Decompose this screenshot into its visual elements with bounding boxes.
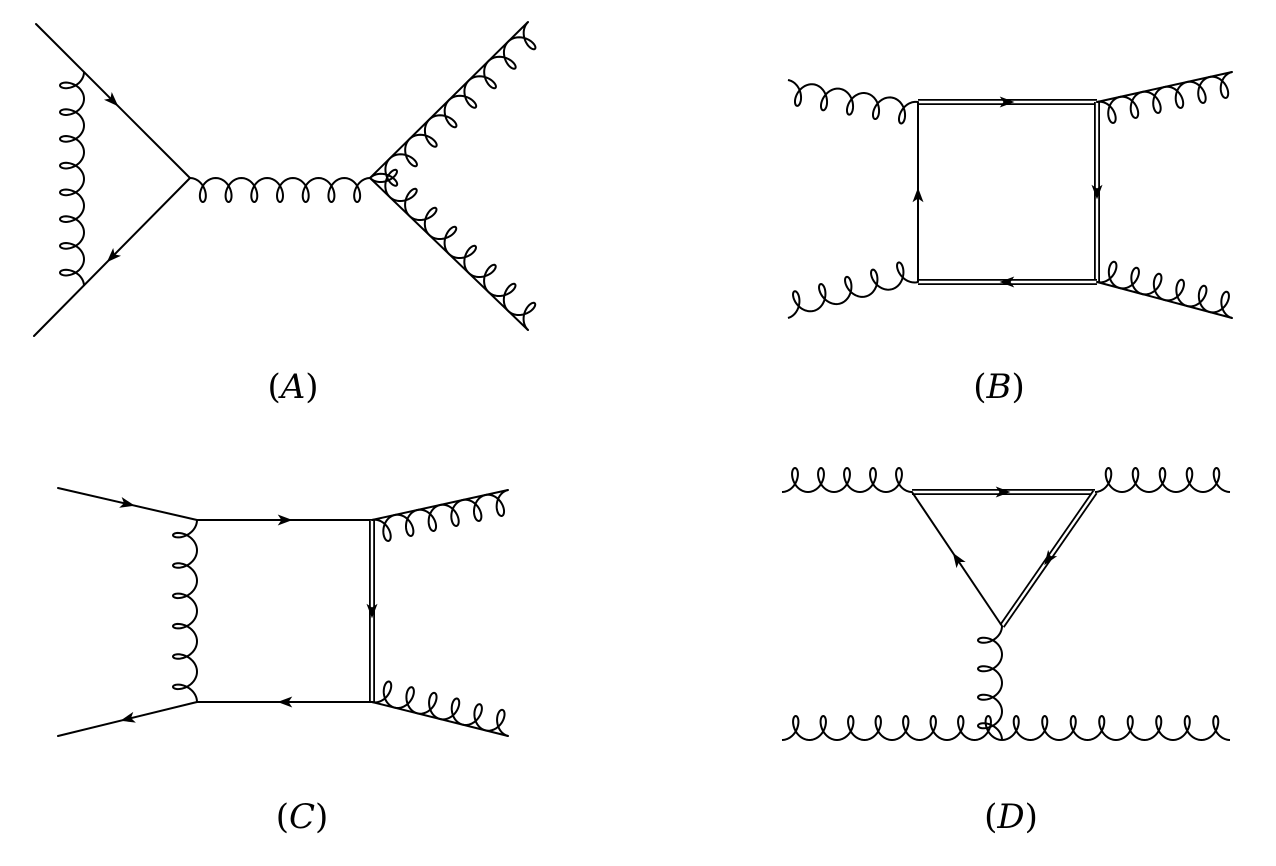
caption-d-letter: D bbox=[997, 797, 1025, 837]
diagram-b bbox=[787, 71, 1233, 319]
gluon-in-bottom bbox=[787, 261, 919, 319]
gluon-out-top bbox=[1094, 467, 1231, 493]
arrow-bottom bbox=[277, 696, 293, 708]
caption-c: (C) bbox=[275, 797, 329, 837]
arrow-in-top bbox=[119, 496, 135, 508]
gluon-vertex-loop bbox=[59, 71, 85, 287]
gluon-in-bottom bbox=[781, 715, 1003, 741]
caption-b-letter: B bbox=[986, 367, 1012, 407]
gluon-propagator bbox=[189, 177, 371, 203]
diagram-c bbox=[57, 487, 509, 737]
arrow-right bbox=[1091, 184, 1103, 200]
gluon-in-top bbox=[781, 467, 913, 493]
arrow-top bbox=[995, 486, 1011, 498]
gluon-out-bottom bbox=[1096, 260, 1233, 319]
arrow-right bbox=[366, 603, 378, 619]
arrow-top bbox=[277, 514, 293, 526]
arrow-right bbox=[1044, 549, 1058, 566]
gluon-out-bottom bbox=[1001, 715, 1231, 741]
arrow-left bbox=[912, 187, 924, 203]
gluon-out-bottom bbox=[371, 680, 509, 737]
gluon-out-top bbox=[371, 489, 509, 542]
caption-d: (D) bbox=[984, 797, 1038, 837]
arrow-top bbox=[999, 96, 1015, 108]
diagram-a bbox=[33, 21, 537, 337]
diagram-d bbox=[781, 467, 1231, 741]
gluon-exchange bbox=[172, 519, 198, 703]
gluon-in-top bbox=[787, 79, 919, 125]
gluon-out-top bbox=[369, 21, 537, 187]
caption-a: (A) bbox=[267, 367, 319, 407]
gluon-vertical bbox=[977, 625, 1003, 741]
gluon-out-top bbox=[1096, 71, 1233, 124]
arrow-top bbox=[103, 91, 119, 107]
arrow-bottom bbox=[106, 247, 122, 263]
caption-b: (B) bbox=[973, 367, 1025, 407]
arrow-bottom bbox=[999, 276, 1015, 288]
arrow-left bbox=[952, 552, 966, 569]
arrow-out-bottom bbox=[120, 711, 136, 723]
gluon-out-bottom bbox=[369, 168, 537, 331]
caption-a-letter: A bbox=[280, 367, 306, 407]
caption-c-letter: C bbox=[288, 797, 315, 837]
